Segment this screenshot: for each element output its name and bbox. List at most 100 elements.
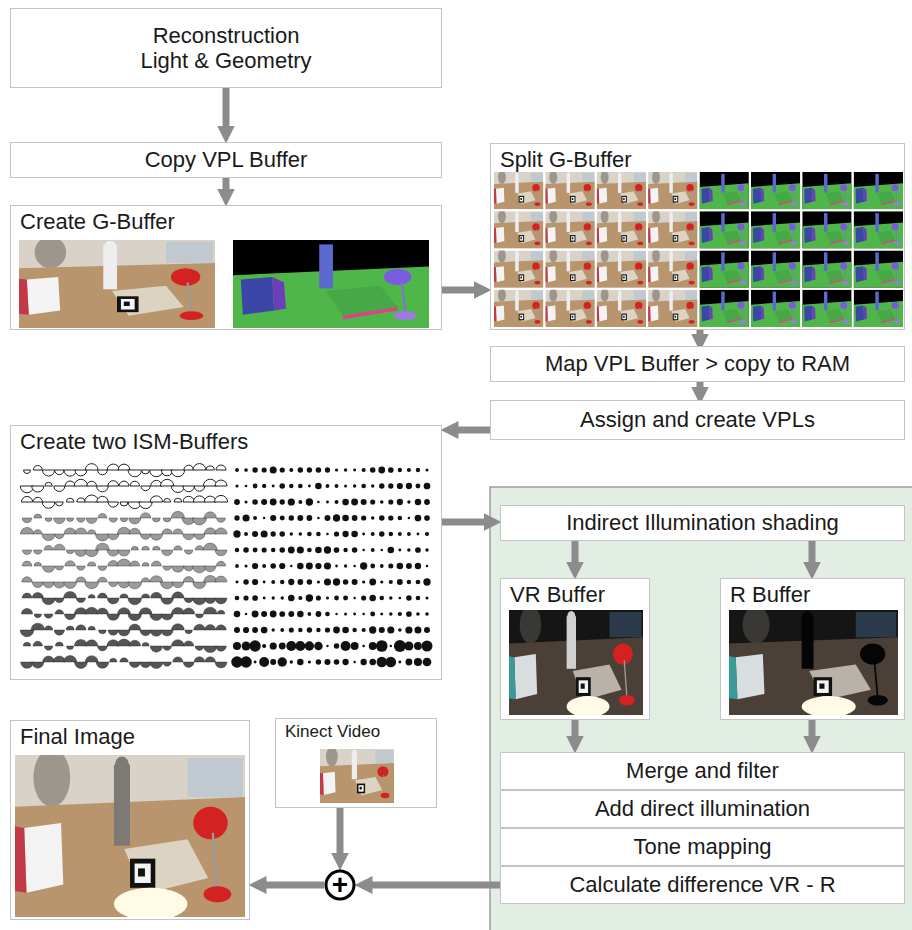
ism-map xyxy=(388,563,393,568)
scene-shape xyxy=(573,665,622,701)
ism-map xyxy=(194,624,206,630)
ism-map xyxy=(397,499,403,505)
scene-shape xyxy=(804,266,812,282)
scene-shape xyxy=(709,227,712,241)
ism-map xyxy=(173,657,183,662)
ism-map xyxy=(65,561,76,566)
ism-map xyxy=(252,499,258,505)
ism-map xyxy=(54,486,65,491)
ism-map xyxy=(414,658,422,666)
ism-map xyxy=(334,531,339,536)
scene-shape xyxy=(233,240,429,328)
scene-shape xyxy=(701,188,709,204)
scene-shape xyxy=(864,305,867,319)
ism-map xyxy=(183,577,194,582)
flow-arrow xyxy=(442,519,488,526)
scene-shape xyxy=(567,616,576,669)
scene-shape xyxy=(753,227,761,243)
thumbnail xyxy=(700,172,749,209)
ism-map xyxy=(353,613,356,616)
scene-shape xyxy=(802,172,851,209)
ism-map xyxy=(308,660,311,663)
ism-map xyxy=(88,626,95,630)
scene-shape xyxy=(844,268,846,281)
ism-map xyxy=(343,596,348,601)
ism-map xyxy=(306,498,313,505)
ism-map xyxy=(107,550,119,556)
scene-shape xyxy=(567,253,570,272)
ism-map xyxy=(279,643,286,650)
ism-map xyxy=(353,469,356,472)
step-label: Split G-Buffer xyxy=(500,147,632,172)
scene-shape xyxy=(875,252,878,271)
ism-map xyxy=(244,564,247,567)
ism-map xyxy=(99,630,107,634)
scene-shape xyxy=(854,172,903,209)
ism-map xyxy=(252,467,257,472)
ism-map xyxy=(362,645,365,648)
scene-shape xyxy=(343,307,398,319)
scene-shape xyxy=(761,188,764,202)
scene-shape xyxy=(138,868,145,876)
ism-map xyxy=(361,499,367,505)
scene-shape xyxy=(793,268,795,281)
scene-shape xyxy=(35,240,66,268)
scene-shape xyxy=(599,188,607,204)
scene-shape xyxy=(618,213,621,232)
scene-shape xyxy=(634,251,646,260)
scene-shape xyxy=(685,290,697,299)
scene-shape xyxy=(804,305,812,321)
scene-shape xyxy=(773,252,776,271)
scene-shape xyxy=(824,252,827,271)
ism-map xyxy=(242,642,251,651)
scene-shape xyxy=(894,241,900,245)
scene-shape xyxy=(620,309,638,322)
process-box: Indirect Illumination shading xyxy=(500,505,905,541)
ism-map xyxy=(203,607,217,614)
scene-shape xyxy=(789,224,796,231)
thumbnail xyxy=(751,211,800,248)
illustration xyxy=(320,749,394,803)
process-box: Add direct illumination xyxy=(500,790,905,828)
scene-shape xyxy=(584,223,591,230)
scene-shape xyxy=(685,212,697,221)
flow-arrow xyxy=(572,720,579,740)
scene-shape xyxy=(650,227,658,243)
step-label: R Buffer xyxy=(730,582,810,607)
scene-shape xyxy=(673,314,678,321)
scene-shape xyxy=(802,616,814,669)
ism-map xyxy=(271,580,275,584)
process-box: Split G-Buffer xyxy=(490,143,905,330)
scene-shape xyxy=(674,236,677,240)
scene-shape xyxy=(547,188,555,204)
ism-map xyxy=(85,656,98,662)
thumbnail xyxy=(494,171,543,209)
ism-map xyxy=(172,582,183,588)
scene-shape xyxy=(597,188,599,203)
flow-arrow xyxy=(442,287,478,294)
scene xyxy=(802,251,851,288)
thumbnail xyxy=(648,288,697,327)
scene-shape xyxy=(567,292,570,311)
scene-shape xyxy=(567,172,570,176)
ism-map xyxy=(325,627,330,632)
ism-map xyxy=(290,532,293,535)
ism-map xyxy=(353,597,355,599)
thumbnail xyxy=(854,251,903,288)
ism-map xyxy=(270,642,277,649)
scene-shape xyxy=(639,190,641,203)
ism-map xyxy=(153,546,161,550)
ism-map xyxy=(306,594,313,601)
ism-map xyxy=(98,470,108,475)
scene-shape xyxy=(856,188,864,204)
ism-map xyxy=(425,468,428,471)
ism-map xyxy=(129,518,141,524)
ism-map xyxy=(380,613,383,616)
scene-shape xyxy=(674,315,677,319)
ism-map xyxy=(416,612,420,616)
scene-shape xyxy=(896,190,898,203)
thumbnail xyxy=(597,249,646,288)
scene-shape xyxy=(569,231,587,244)
ism-map xyxy=(389,532,394,537)
scene-shape xyxy=(881,318,895,323)
